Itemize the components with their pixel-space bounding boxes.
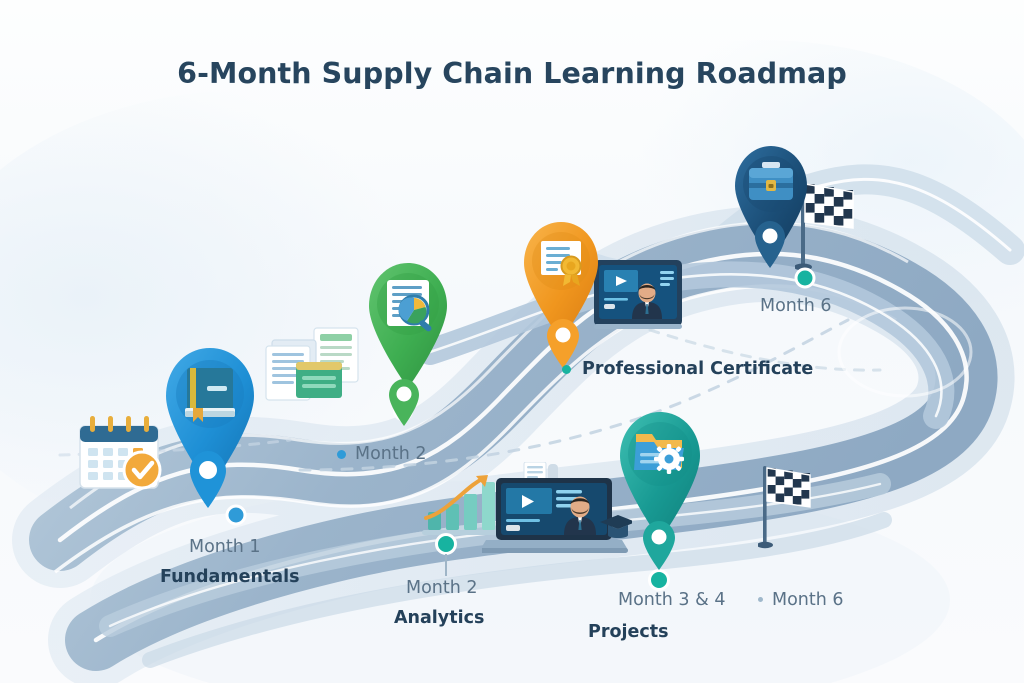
checkered-flag-icon bbox=[758, 462, 816, 550]
pin-marker-small-blue bbox=[186, 448, 230, 510]
label-month-6-upper: Month 6 bbox=[760, 296, 832, 316]
label-professional-certificate: Professional Certificate bbox=[582, 359, 814, 379]
label-fundamentals: Fundamentals bbox=[160, 567, 300, 587]
label-projects: Projects bbox=[588, 622, 669, 642]
growth-bar-chart-icon bbox=[414, 468, 506, 544]
pin-professional-certificate[interactable] bbox=[518, 218, 604, 342]
label-month-3-4: Month 3 & 4 bbox=[618, 590, 726, 610]
bullet-month-6-lower bbox=[758, 597, 763, 602]
calendar-check-icon bbox=[66, 408, 174, 500]
pin-marker-small-navy bbox=[752, 218, 788, 270]
label-month-1: Month 1 bbox=[189, 537, 261, 557]
bullet-month-2-upper bbox=[337, 450, 346, 459]
pin-marker-small-orange bbox=[544, 316, 582, 370]
laptop-video-lecture-icon bbox=[482, 462, 632, 554]
pin-career[interactable] bbox=[730, 142, 812, 262]
label-month-6-lower: Month 6 bbox=[772, 590, 844, 610]
video-lecture-tablet-icon bbox=[592, 258, 684, 332]
pin-analytics[interactable] bbox=[362, 258, 454, 390]
bullet-professional-certificate bbox=[562, 365, 571, 374]
label-month-2-lower: Month 2 bbox=[406, 578, 478, 598]
route-dot-month-1 bbox=[225, 504, 247, 526]
route-dot-month-6 bbox=[794, 267, 816, 289]
stacked-documents-icon bbox=[252, 326, 364, 404]
page-title: 6-Month Supply Chain Learning Roadmap bbox=[177, 57, 847, 90]
pin-fundamentals[interactable] bbox=[158, 342, 262, 490]
label-analytics: Analytics bbox=[394, 608, 485, 628]
pin-projects[interactable] bbox=[612, 408, 708, 542]
pin-marker-small-teal bbox=[640, 518, 678, 572]
route-dot-month-2 bbox=[435, 533, 457, 555]
route-dot-month-3-4 bbox=[648, 569, 670, 591]
pin-marker-small-green bbox=[386, 376, 422, 428]
label-month-2-upper: Month 2 bbox=[355, 444, 427, 464]
